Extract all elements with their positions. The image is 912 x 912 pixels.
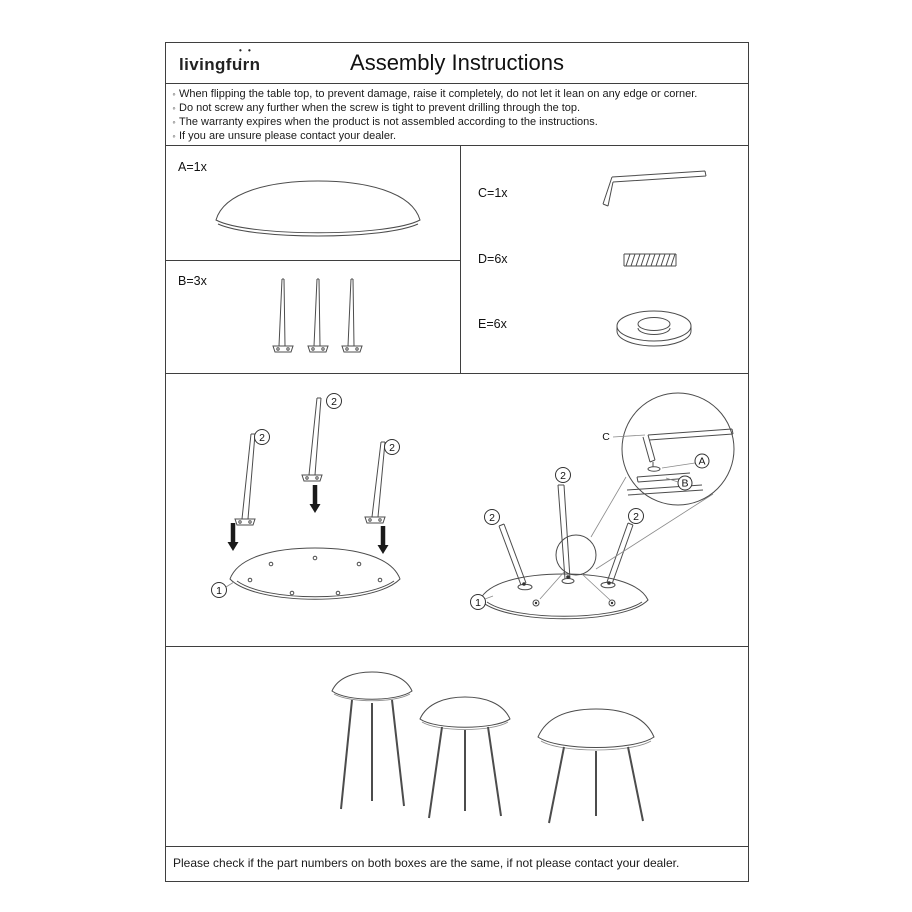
footer-text: Please check if the part numbers on both… [173, 855, 680, 870]
callout-number: 2 [633, 511, 639, 523]
logo-text: livingfurn [179, 55, 261, 74]
leg-2 [307, 278, 329, 353]
exploded-leg-3 [364, 441, 386, 524]
warning-item: ◦When flipping the table top, to prevent… [169, 87, 745, 101]
callout-step-2: 2 [384, 439, 400, 455]
document-header: • • • livingfurn Assembly Instructions [166, 43, 748, 84]
callout-step-1: 1 [211, 581, 235, 598]
part-e-label: E=6x [478, 317, 507, 331]
callout-number: 2 [259, 432, 265, 444]
table-medium [419, 696, 511, 819]
detail-label-c: C [602, 431, 646, 443]
allen-key-drawing [602, 170, 707, 207]
leg-3 [341, 278, 363, 353]
detail-label-a: A [661, 453, 710, 469]
magnifier-connector [590, 476, 627, 538]
callout-step-1: 1 [470, 594, 494, 610]
table-large [537, 708, 655, 824]
assembly-diagram: 2 2 2 1 [211, 392, 735, 620]
legs-drawing [272, 278, 363, 353]
nesting-tables-drawing [331, 671, 655, 824]
flipped-top-drawing [229, 547, 401, 600]
callout-number: 1 [216, 585, 222, 597]
parts-left-column: A=1x B=3x [166, 146, 461, 373]
detail-label-b: B [665, 475, 693, 491]
tabletop-drawing [215, 180, 421, 237]
leg-1 [272, 278, 294, 353]
page-title: Assembly Instructions [350, 50, 564, 75]
callout-step-2: 2 [326, 393, 342, 409]
callout-number: 2 [331, 396, 337, 408]
down-arrow [377, 526, 389, 554]
callout-step-2: 2 [628, 508, 644, 524]
detail-screw-washer-icon [647, 462, 661, 472]
warning-bullet: ◦ [172, 89, 176, 99]
part-a-label: A=1x [178, 160, 207, 174]
warning-bullet: ◦ [172, 103, 176, 113]
hardware-drawings [602, 170, 707, 347]
washer-drawing [616, 310, 692, 347]
part-b-label: B=3x [178, 274, 207, 288]
warning-text: When flipping the table top, to prevent … [179, 88, 698, 100]
part-c-label: C=1x [478, 186, 508, 200]
attached-leg-right [600, 522, 634, 589]
part-letter: C [602, 431, 610, 443]
detail-allen-key-icon [642, 428, 734, 463]
callout-step-2: 2 [555, 467, 571, 483]
exploded-leg-1 [234, 433, 256, 526]
attached-leg-left [498, 523, 533, 591]
callout-number: 2 [389, 442, 395, 454]
warning-item: ◦The warranty expires when the product i… [169, 115, 745, 129]
warning-item: ◦Do not screw any further when the screw… [169, 101, 745, 115]
screw-drawing [623, 253, 677, 267]
warning-list: ◦When flipping the table top, to prevent… [166, 83, 748, 146]
magnifier-connector [595, 493, 714, 570]
warning-item: ◦If you are unsure please contact your d… [169, 129, 745, 143]
assembly-diagram-panel: 2 2 2 1 [166, 373, 748, 647]
parts-panel: A=1x B=3x [166, 146, 748, 374]
part-b-cell: B=3x [166, 260, 460, 373]
callout-step-2: 2 [484, 509, 500, 525]
table-small [331, 671, 413, 810]
callout-number: 2 [489, 512, 495, 524]
callout-number: 2 [560, 470, 566, 482]
down-arrow [227, 523, 239, 551]
document-frame: • • • livingfurn Assembly Instructions ◦… [165, 42, 749, 882]
part-a-cell: A=1x [166, 146, 460, 261]
brand-logo: • • • livingfurn [179, 46, 261, 75]
warning-text: The warranty expires when the product is… [179, 116, 598, 128]
part-letter: B [681, 478, 688, 490]
callout-step-2: 2 [254, 429, 270, 445]
down-arrow [309, 485, 321, 513]
part-d-label: D=6x [478, 252, 508, 266]
logo-dots: • • • [239, 46, 253, 64]
attached-leg-middle [557, 484, 575, 584]
part-letter: A [698, 456, 705, 468]
exploded-leg-2 [301, 397, 323, 482]
warning-text: If you are unsure please contact your de… [179, 130, 397, 142]
footer-note: Please check if the part numbers on both… [166, 846, 748, 879]
finished-product-panel [166, 646, 748, 847]
tabletop-outline [215, 180, 421, 237]
callout-number: 1 [475, 597, 481, 609]
detail-small-circle [539, 534, 611, 601]
warning-text: Do not screw any further when the screw … [179, 102, 581, 114]
parts-right-column: C=1x D=6x E=6x [462, 146, 747, 373]
detail-magnifier-circle [621, 392, 735, 506]
attached-top-drawing [479, 573, 649, 620]
warning-bullet: ◦ [172, 131, 176, 141]
warning-bullet: ◦ [172, 117, 176, 127]
